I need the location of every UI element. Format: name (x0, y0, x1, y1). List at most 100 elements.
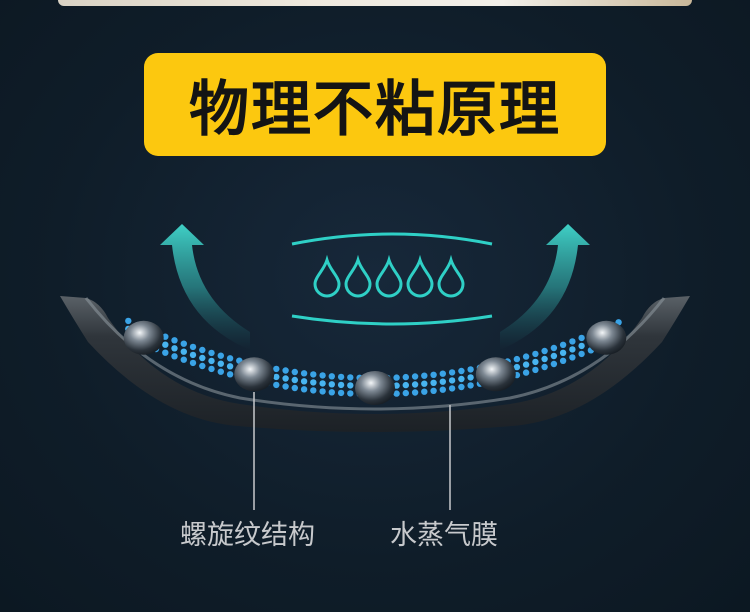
steam-bead (411, 381, 419, 388)
steam-bead (532, 350, 539, 358)
steam-bead (541, 347, 548, 355)
steam-bead (532, 366, 539, 374)
top-photo-strip (58, 0, 692, 6)
spiral-bump (355, 371, 395, 405)
arrow-up-right-icon (500, 224, 590, 350)
steam-bead (347, 374, 354, 381)
steam-bead (180, 348, 187, 355)
steam-bead (569, 346, 576, 353)
water-drop-icon (406, 254, 434, 298)
steam-bead (310, 379, 317, 386)
steam-bead (430, 371, 437, 378)
steam-bead (421, 372, 428, 379)
steam-bead (300, 370, 308, 377)
steam-bead (282, 383, 289, 390)
label-steam-film: 水蒸气膜 (390, 520, 498, 551)
steam-bead (458, 375, 465, 383)
steam-bead (513, 355, 521, 363)
water-drop-icon (375, 254, 403, 298)
steam-bead (347, 390, 354, 397)
steam-bead (162, 333, 169, 340)
steam-bead (337, 373, 345, 381)
label-spiral-structure: 螺旋纹结构 (180, 520, 315, 551)
pan-rim-highlight (84, 297, 666, 411)
steam-bead (467, 382, 474, 389)
steam-bead (125, 317, 132, 325)
steam-bead (162, 349, 169, 356)
steam-film-bottom-line (291, 314, 493, 326)
steam-bead (448, 377, 456, 384)
steam-bead (226, 371, 234, 378)
water-drop-icon (313, 254, 341, 298)
steam-bead (217, 352, 224, 359)
spiral-bump (123, 320, 164, 355)
steam-bead (189, 343, 197, 351)
steam-bead (532, 358, 539, 366)
steam-bead (458, 367, 465, 375)
steam-film-top-line (291, 232, 493, 246)
steam-bead (171, 337, 178, 344)
steam-bead (208, 365, 215, 373)
steam-bead (430, 379, 437, 386)
steam-bead (208, 357, 215, 365)
steam-bead (273, 365, 280, 373)
steam-bead (393, 390, 400, 397)
steam-bead (522, 361, 530, 368)
steam-bead (569, 338, 576, 345)
steam-bead (199, 362, 206, 370)
steam-bead (467, 374, 474, 381)
steam-bead (226, 355, 234, 362)
steam-bead (319, 380, 326, 387)
spiral-bump (234, 357, 275, 392)
steam-bead (171, 353, 178, 360)
steam-bead (291, 384, 298, 392)
steam-bead (522, 353, 530, 360)
steam-bead (300, 386, 308, 393)
steam-bead (291, 376, 298, 384)
steam-bead (273, 373, 280, 381)
steam-bead (402, 373, 409, 381)
spiral-bump (475, 357, 516, 392)
steam-bead (189, 351, 197, 359)
steam-bead (282, 367, 289, 374)
steam-bead (328, 381, 335, 388)
steam-bead (217, 360, 224, 367)
steam-bead (189, 359, 197, 367)
steam-bead (180, 340, 187, 347)
steam-bead (439, 386, 446, 393)
steam-bead (328, 389, 335, 396)
steam-bead (448, 369, 456, 376)
steam-bead (578, 342, 585, 350)
steam-bead (393, 374, 400, 381)
arrow-up-left-icon (160, 224, 250, 350)
steam-bead (199, 346, 206, 354)
water-drop-icon (437, 254, 465, 298)
steam-bead (569, 354, 576, 361)
steam-bead (282, 375, 289, 382)
title-badge: 物理不粘原理 (144, 53, 606, 156)
steam-bead (199, 354, 206, 362)
steam-bead (208, 349, 215, 357)
steam-bead (411, 389, 419, 396)
steam-bead (171, 345, 178, 352)
steam-bead (310, 387, 317, 394)
steam-bead (578, 350, 585, 358)
steam-bead (439, 378, 446, 385)
steam-bead (421, 388, 428, 395)
steam-bead (162, 341, 169, 348)
water-drop-icon (344, 254, 372, 298)
steam-bead (217, 368, 224, 375)
steam-bead (550, 360, 558, 368)
water-drops (313, 254, 465, 298)
steam-bead (402, 389, 409, 397)
page-title: 物理不粘原理 (189, 75, 561, 145)
steam-bead (180, 356, 187, 363)
steam-bead (226, 363, 234, 370)
steam-bead (328, 373, 335, 380)
steam-bead (439, 370, 446, 377)
steam-bead (578, 334, 585, 342)
steam-bead (559, 357, 567, 364)
steam-bead (291, 368, 298, 376)
